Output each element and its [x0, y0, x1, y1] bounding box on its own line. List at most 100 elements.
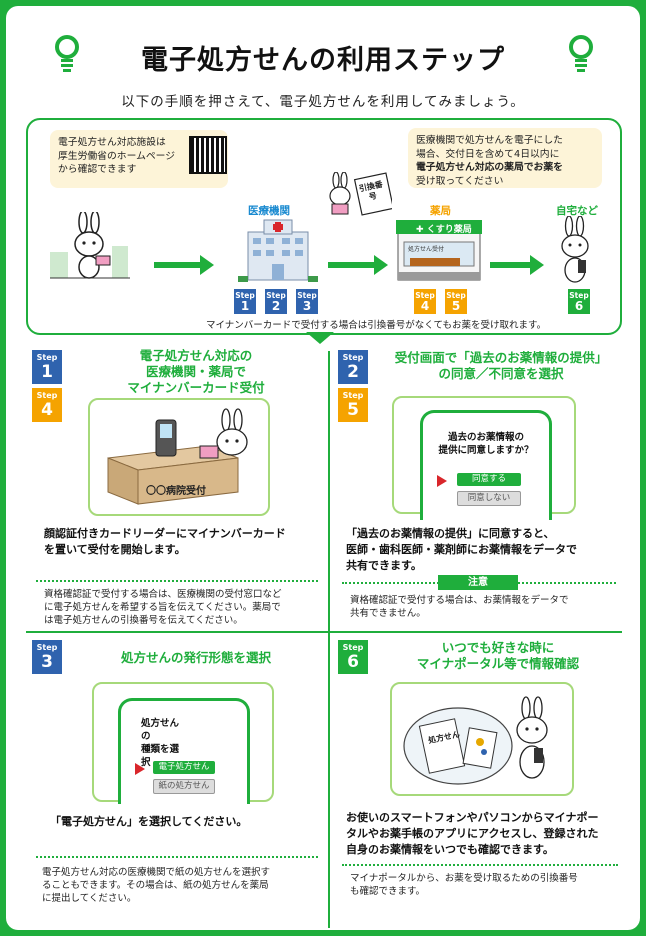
dotted-separator: [342, 864, 618, 866]
step-number: 1: [41, 362, 53, 382]
disagree-button[interactable]: 同意しない: [457, 491, 521, 506]
description-line: タルやお薬手帳のアプリにアクセスし、登録された: [346, 827, 599, 840]
reception-counter-icon: [107, 408, 248, 505]
step-number: 4: [420, 299, 430, 313]
note-line: に提出してください。: [42, 893, 137, 904]
counter-label: 〇〇病院受付: [146, 486, 206, 497]
step-word: Step: [266, 291, 286, 300]
home-label: 自宅など: [556, 205, 598, 217]
step-number: 6: [347, 652, 359, 672]
step-word: Step: [415, 291, 435, 300]
note-line: に電子処方せんを希望する旨を伝えてください。薬局で: [44, 602, 281, 613]
phone-frame: 過去のお薬情報の 提供に同意しますか？ 同意する 同意しない: [420, 410, 552, 520]
note-line: も確認できます。: [350, 886, 426, 897]
section-description: お使いのスマートフォンやパソコンからマイナポー タルやお薬手帳のアプリにアクセス…: [346, 810, 632, 858]
lightbulb-icon: [569, 35, 593, 72]
step-word: Step: [569, 291, 589, 300]
step-number: 3: [302, 299, 312, 313]
description-line: 顔認証付きカードリーダーにマイナンバーカード: [44, 527, 286, 540]
section-title: 受付画面で「過去のお薬情報の提供」 の同意／不同意を選択: [376, 350, 626, 382]
section-note: マイナポータルから、お薬を受け取るための引換番号 も確認できます。: [350, 872, 622, 898]
question-line: 提供に同意しますか？: [438, 445, 534, 456]
facility-note-line: 電子処方せん対応施設は: [58, 137, 166, 148]
pharmacy-deadline-note: 医療機関で処方せんを電子にした 場合、交付日を含めて4日以内に 電子処方せん対応…: [408, 128, 602, 188]
pharmacy-counter-sign: 処方せん受付: [408, 246, 445, 253]
step-number: 2: [271, 299, 281, 313]
step-number: 2: [347, 362, 359, 382]
step-word: Step: [36, 391, 58, 400]
flow-arrow-icon: [328, 255, 388, 275]
electronic-prescription-button[interactable]: 電子処方せん: [153, 761, 215, 774]
section-title-line: 受付画面で「過去のお薬情報の提供」: [394, 350, 608, 365]
step-number: 5: [451, 299, 461, 313]
section-title-line: 医療機関・薬局で: [145, 364, 246, 379]
step-number: 4: [41, 400, 53, 420]
lightbulb-icon: [55, 35, 79, 72]
step-word: Step: [36, 643, 58, 652]
hospital-icon: [238, 219, 318, 282]
pharmacy-label: 薬局: [430, 205, 451, 217]
section-title: 処方せんの発行形態を選択: [120, 650, 271, 665]
pointer-arrow-icon: [437, 475, 447, 487]
note-line: 資格確認証で受付する場合は、お薬情報をデータで: [350, 595, 569, 606]
consent-question: 過去のお薬情報の 提供に同意しますか？: [429, 431, 543, 457]
mascot-with-phone-icon: [561, 216, 589, 283]
section-note: 電子処方せん対応の医療機関で紙の処方せんを選択す ることもできます。その場合は、…: [42, 866, 328, 905]
section-title: いつでも好きな時に マイナポータル等で情報確認: [378, 640, 618, 672]
step-word: Step: [297, 291, 317, 300]
step-number: 6: [574, 299, 584, 313]
step-word: Step: [342, 391, 364, 400]
paper-prescription-button[interactable]: 紙の処方せん: [153, 779, 215, 794]
deadline-note-line: 電子処方せん対応の薬局でお薬を: [416, 162, 563, 173]
flow-footer-note: マイナンバーカードで受付する場合は引換番号がなくてもお薬を受け取れます。: [206, 320, 547, 331]
description-line: 共有できます。: [346, 559, 422, 572]
deadline-note-line: 場合、交付日を含めて4日以内に: [416, 148, 560, 160]
step-word: Step: [446, 291, 466, 300]
step-word: Step: [342, 353, 364, 362]
type-question: 処方せんの 種類を選択: [127, 717, 187, 769]
dotted-separator: [36, 856, 318, 858]
section-title-line: 電子処方せん対応の: [139, 348, 253, 363]
mascot-with-card-icon: [50, 212, 130, 279]
phone-frame: 処方せんの 種類を選択 電子処方せん 紙の処方せん: [118, 698, 250, 804]
agree-button[interactable]: 同意する: [457, 473, 521, 486]
description-line: お使いのスマートフォンやパソコンからマイナポー: [346, 811, 599, 824]
step-number: 1: [240, 299, 250, 313]
step-number: 5: [347, 400, 359, 420]
note-line: 資格確認証で受付する場合は、医療機関の受付窓口など: [44, 589, 282, 600]
section-description: 「過去のお薬情報の提供」に同意すると、 医師・歯科医師・薬剤師にお薬情報をデータ…: [346, 526, 630, 574]
hospital-label: 医療機関: [248, 205, 290, 217]
section-divider: [26, 631, 622, 633]
section-title-line: いつでも好きな時に: [441, 640, 555, 655]
note-line: マイナポータルから、お薬を受け取るための引換番号: [350, 873, 578, 884]
note-line: 電子処方せん対応の医療機関で紙の処方せんを選択す: [42, 867, 271, 878]
portal-check-illustration: 処方せん: [390, 682, 574, 796]
section-title-line: マイナンバーカード受付: [127, 380, 265, 395]
step-number: 3: [41, 652, 53, 672]
question-line: 過去のお薬情報の: [447, 432, 524, 443]
pharmacy-sign-text: くすり薬局: [426, 225, 472, 235]
section-title: 電子処方せん対応の 医療機関・薬局で マイナンバーカード受付: [76, 348, 316, 396]
pharmacy-sign: ✚ くすり薬局: [416, 225, 472, 235]
section-divider: [328, 351, 330, 928]
card-reader-illustration: 〇〇病院受付: [88, 398, 270, 516]
question-line: 種類を選択: [141, 744, 180, 768]
note-line: ることもできます。その場合は、紙の処方せんを薬局: [42, 880, 269, 891]
section-note: 資格確認証で受付する場合は、お薬情報をデータで 共有できません。: [350, 594, 622, 620]
note-line: は電子処方せんの引換番号を伝えてください。: [44, 615, 243, 626]
flow-arrow-icon: [154, 255, 214, 275]
pharmacy-icon: [396, 220, 482, 281]
dotted-separator: [342, 582, 454, 584]
step-word: Step: [235, 291, 255, 300]
dotted-separator: [36, 580, 318, 582]
deadline-note-line: 医療機関で処方せんを電子にした: [416, 135, 563, 146]
section-description: 「電子処方せん」を選択してください。: [50, 815, 248, 828]
page-subtitle: 以下の手順を押さえて、電子処方せんを利用してみましょう。: [121, 94, 525, 110]
